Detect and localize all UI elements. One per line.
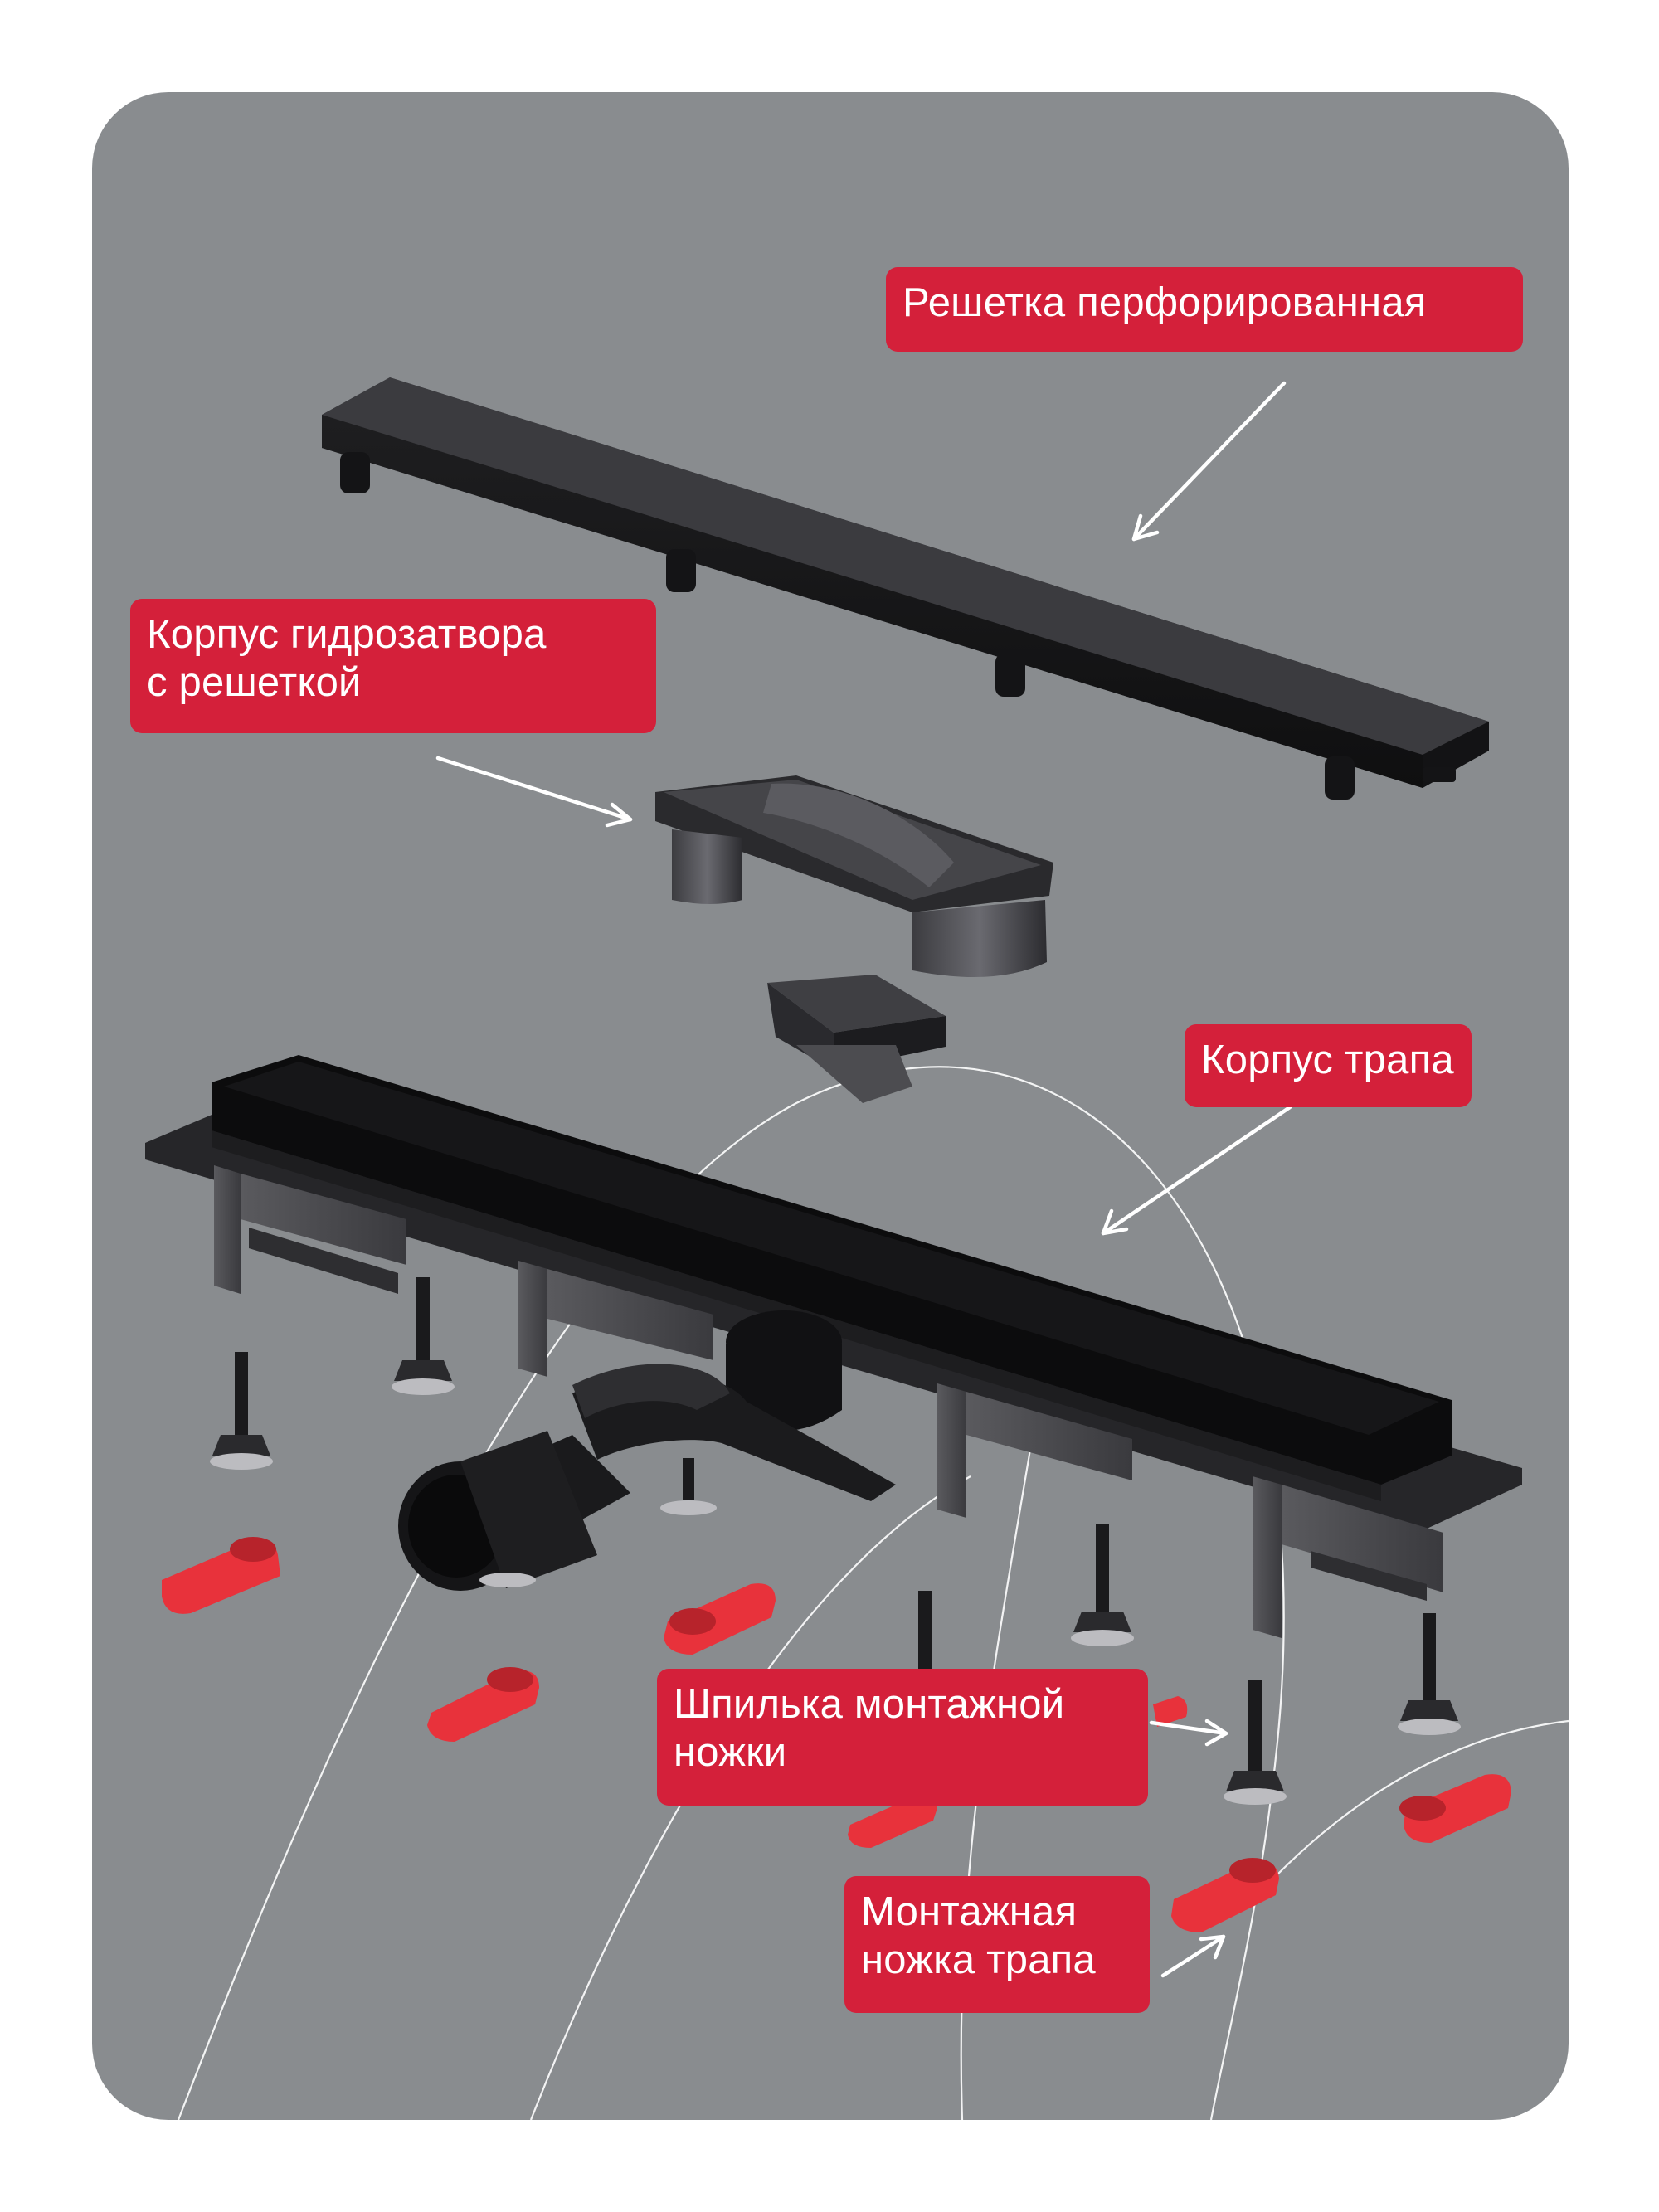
callout-arrows [435, 381, 1292, 1978]
callout-foot-line2: ножка трапа [861, 1937, 1096, 1982]
mounting-foot [1399, 1774, 1511, 1843]
mounting-stud [392, 1277, 455, 1395]
mounting-stud [1071, 1524, 1134, 1646]
callout-drain-body-text: Корпус трапа [1201, 1038, 1454, 1082]
callout-stud: Шпилька монтажной ножки [657, 1669, 1148, 1806]
grate-clip [995, 654, 1025, 697]
mounting-foot [162, 1537, 280, 1614]
arrow-drain-body [1101, 1105, 1292, 1236]
arrow-grate [1131, 381, 1287, 542]
callout-trap-body: Корпус гидрозатвора с решеткой [130, 599, 656, 733]
perforated-grate [322, 377, 1489, 800]
arrow-trap-body [435, 756, 633, 828]
callout-grate-text: Решетка перфорированная [902, 280, 1427, 325]
mounting-foot [848, 1795, 937, 1848]
grate-clip [340, 452, 370, 493]
mounting-studs [210, 1277, 1461, 1805]
callout-grate: Решетка перфорированная [886, 267, 1523, 352]
mounting-stud [918, 1591, 932, 1674]
arrow-stud [1149, 1719, 1228, 1747]
arrow-foot [1160, 1934, 1226, 1978]
mounting-stud [479, 1573, 536, 1587]
mounting-stud [210, 1352, 273, 1470]
mounting-foot [1153, 1696, 1188, 1727]
mounting-stud [660, 1458, 717, 1515]
mounting-stud [1398, 1613, 1461, 1735]
mounting-foot [427, 1667, 539, 1742]
mounting-feet [162, 1537, 1511, 1932]
grate-clip [666, 549, 696, 592]
callout-foot-line1: Монтажная [861, 1889, 1078, 1934]
callout-drain-body: Корпус трапа [1185, 1024, 1472, 1107]
callout-stud-line2: ножки [674, 1730, 787, 1775]
drain-body [145, 1055, 1522, 1638]
callout-foot: Монтажная ножка трапа [844, 1876, 1150, 2013]
support-brackets [214, 1165, 1443, 1638]
callout-stud-line1: Шпилька монтажной [674, 1682, 1065, 1727]
callout-trap-body-line2: с решеткой [147, 660, 362, 705]
mounting-foot [1171, 1858, 1279, 1932]
mounting-stud [1224, 1680, 1287, 1805]
mounting-foot [664, 1583, 776, 1655]
grate-clip [1325, 756, 1355, 800]
trap-body [655, 775, 1053, 1103]
callout-trap-body-line1: Корпус гидрозатвора [147, 612, 547, 657]
drain-outlet [398, 1310, 896, 1591]
